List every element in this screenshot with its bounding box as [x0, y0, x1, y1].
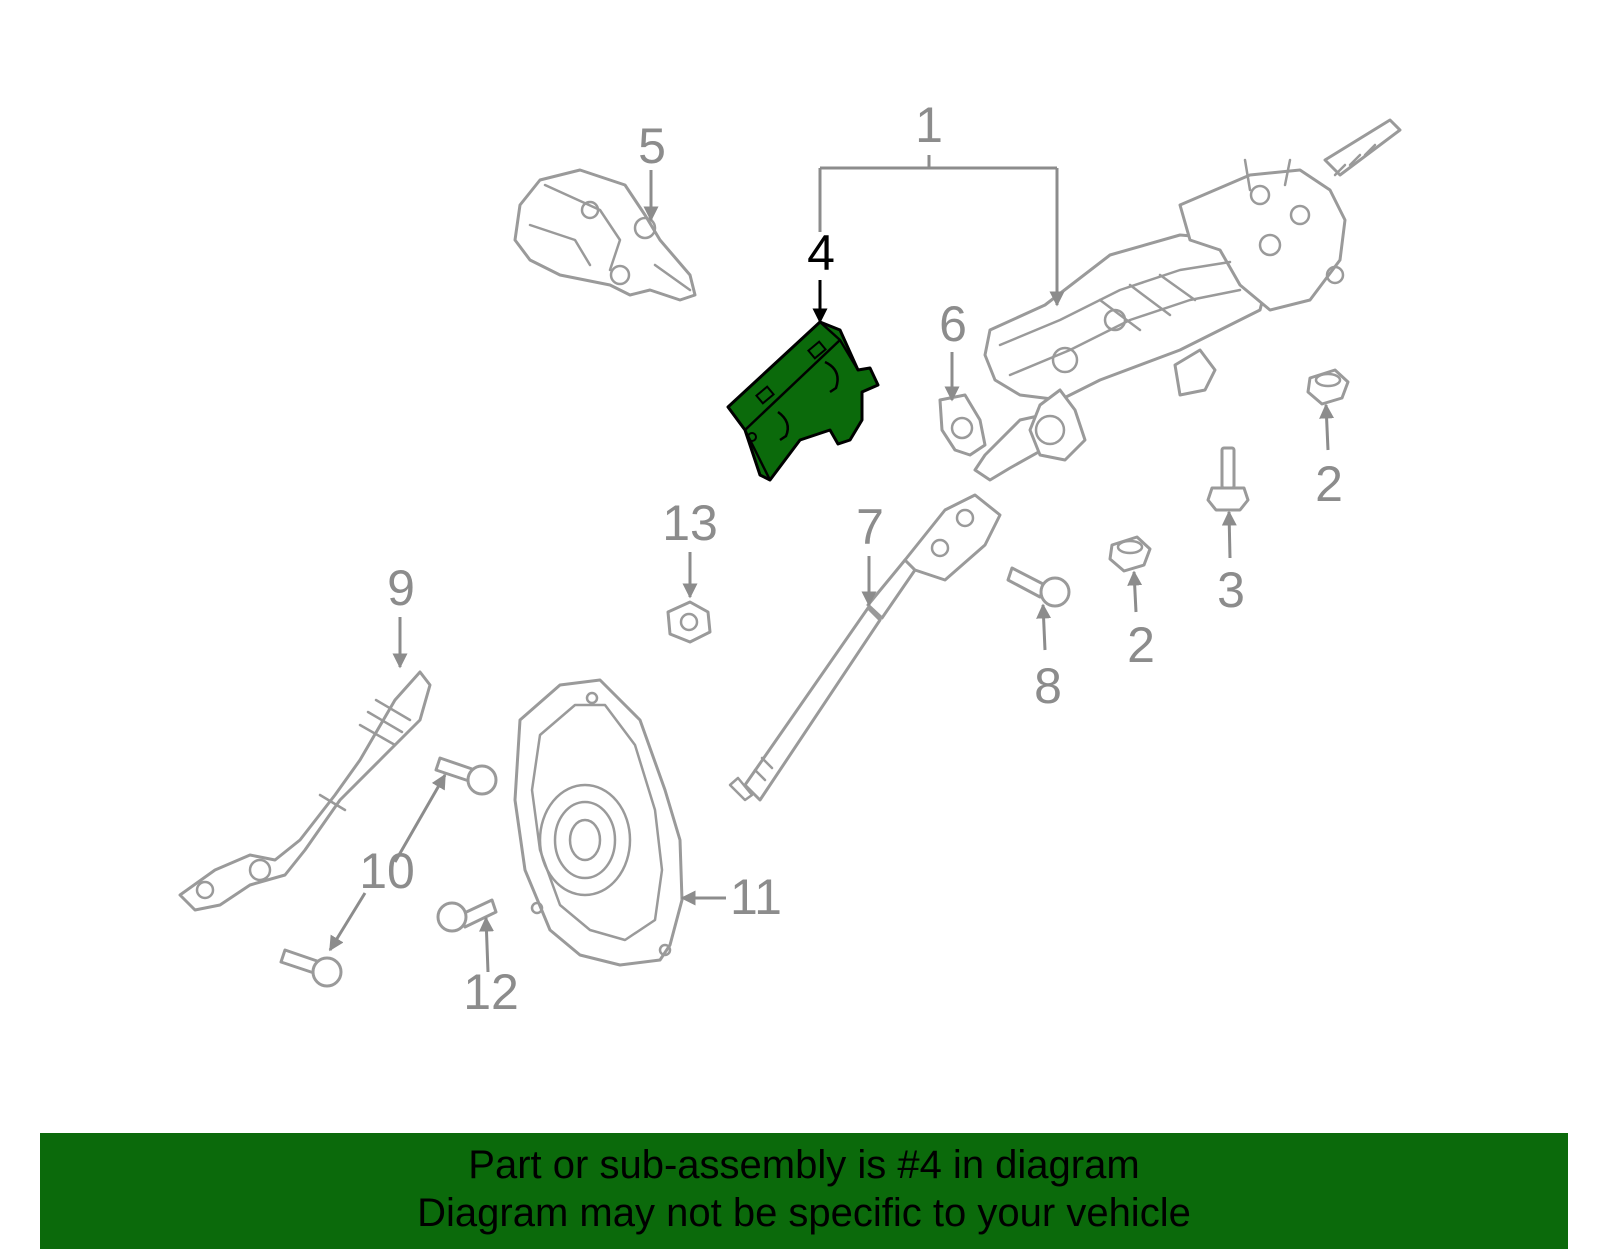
- lock-housing-part: [513, 168, 697, 302]
- leader-lines: [328, 155, 1335, 973]
- callout-2-upper: 2: [1315, 456, 1343, 512]
- callout-10: 10: [359, 843, 415, 899]
- bolt-part-10-upper: [434, 756, 498, 796]
- highlighted-module-part: [726, 320, 880, 482]
- callout-11: 11: [730, 869, 782, 925]
- callout-4: 4: [807, 225, 835, 281]
- switch-part: [938, 393, 987, 457]
- intermediate-shaft-part: [728, 493, 1002, 802]
- callout-7: 7: [856, 499, 884, 555]
- bolt-part-10-lower: [279, 948, 343, 988]
- info-banner: Part or sub-assembly is #4 in diagram Di…: [40, 1133, 1568, 1249]
- boot-seal-part: [513, 678, 684, 967]
- nut-part-lower: [1108, 535, 1152, 573]
- steering-column-part: [973, 118, 1402, 482]
- lower-shaft-part: [178, 670, 432, 912]
- callout-3: 3: [1217, 562, 1245, 618]
- bolt-part-12: [436, 898, 498, 933]
- banner-part-note: Part or sub-assembly is #4 in diagram: [468, 1143, 1140, 1187]
- callout-8: 8: [1034, 658, 1062, 714]
- callout-2-lower: 2: [1127, 617, 1155, 673]
- callout-13: 13: [662, 495, 718, 551]
- callout-12: 12: [463, 964, 519, 1020]
- bolt-part-8: [1006, 566, 1071, 608]
- callout-9: 9: [387, 560, 415, 616]
- nut-part-upper: [1306, 368, 1350, 406]
- callout-5: 5: [638, 118, 666, 174]
- callout-6: 6: [939, 296, 967, 352]
- bolt-part-3: [1206, 446, 1250, 512]
- callout-1: 1: [915, 97, 943, 153]
- banner-disclaimer: Diagram may not be specific to your vehi…: [417, 1191, 1191, 1235]
- nut-part-13: [666, 600, 712, 644]
